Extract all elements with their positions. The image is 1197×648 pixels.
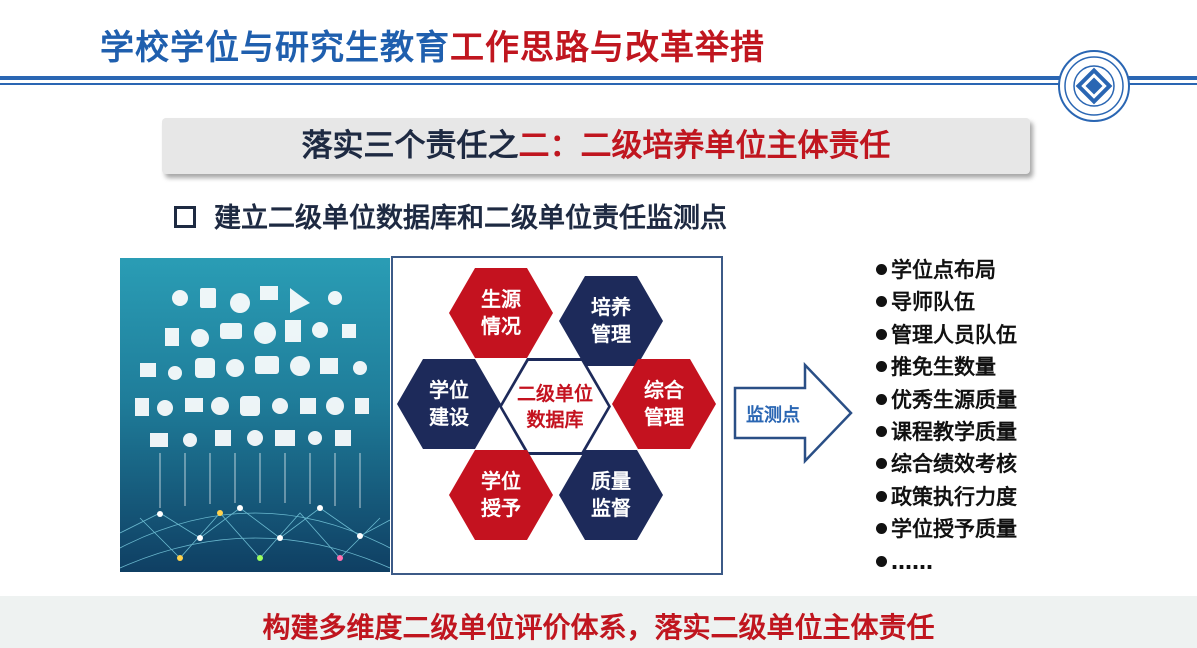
hex-degree-awarding: 学位授予 [449, 450, 553, 540]
hex-training-management: 培养管理 [559, 276, 663, 366]
title-blue-part: 学校学位与研究生教育 [100, 28, 450, 68]
list-item: 课程教学质量 [876, 416, 1017, 448]
hex-comprehensive-management: 综合管理 [612, 359, 716, 449]
hex-student-source: 生源情况 [449, 268, 553, 358]
database-diagram: 生源情况 培养管理 学位建设 二级单位数据库 综合管理 学位授予 质量监督 [391, 256, 723, 575]
subtitle: 建立二级单位数据库和二级单位责任监测点 [174, 196, 727, 235]
list-item: 导师队伍 [876, 286, 1017, 318]
monitor-points-list: 学位点布局 导师队伍 管理人员队伍 推免生数量 优秀生源质量 课程教学质量 综合… [876, 254, 1017, 578]
bullet-icon [876, 328, 887, 340]
bullet-icon [876, 425, 887, 437]
list-item: 优秀生源质量 [876, 384, 1017, 416]
hex-quality-supervision: 质量监督 [559, 450, 663, 540]
footer-text: 构建多维度二级单位评价体系，落实二级单位主体责任 [262, 611, 935, 644]
bullet-icon [876, 264, 887, 275]
checkbox-square-icon [174, 206, 196, 228]
header-rule-thin [0, 83, 1197, 85]
subtitle-text: 建立二级单位数据库和二级单位责任监测点 [214, 203, 727, 234]
slide-title: 学校学位与研究生教育工作思路与改革举措 [100, 20, 765, 69]
header-rule [0, 76, 1197, 80]
list-item: 学位授予质量 [876, 513, 1017, 545]
list-item: …… [876, 546, 1017, 578]
hex-center-outline: 二级单位数据库 [499, 358, 611, 455]
right-arrow-icon [733, 362, 853, 464]
banner-text-2: ：二级培养单位主体责任 [549, 128, 891, 164]
university-logo-icon [1058, 50, 1130, 122]
bullet-icon [876, 296, 887, 308]
bullet-icon [876, 490, 887, 502]
bullet-icon [876, 523, 887, 535]
bullet-icon [876, 555, 887, 567]
title-red-part: 工作思路与改革举措 [450, 28, 765, 68]
banner-text-red: 二 [518, 128, 550, 164]
list-item: 学位点布局 [876, 254, 1017, 286]
footer-band [0, 596, 1197, 648]
list-item: 管理人员队伍 [876, 319, 1017, 351]
network-illustration [120, 258, 390, 572]
list-item: 推免生数量 [876, 351, 1017, 383]
bullet-icon [876, 458, 887, 470]
hex-degree-construction: 学位建设 [397, 359, 501, 449]
bullet-icon [876, 361, 887, 373]
banner-text-1: 落实三个责任之 [301, 128, 519, 164]
list-item: 综合绩效考核 [876, 448, 1017, 480]
arrow-label: 监测点 [746, 405, 800, 426]
hex-center-database: 二级单位数据库 [502, 361, 608, 452]
section-banner: 落实三个责任之二：二级培养单位主体责任 [162, 118, 1030, 174]
list-item: 政策执行力度 [876, 481, 1017, 513]
bullet-icon [876, 393, 887, 405]
